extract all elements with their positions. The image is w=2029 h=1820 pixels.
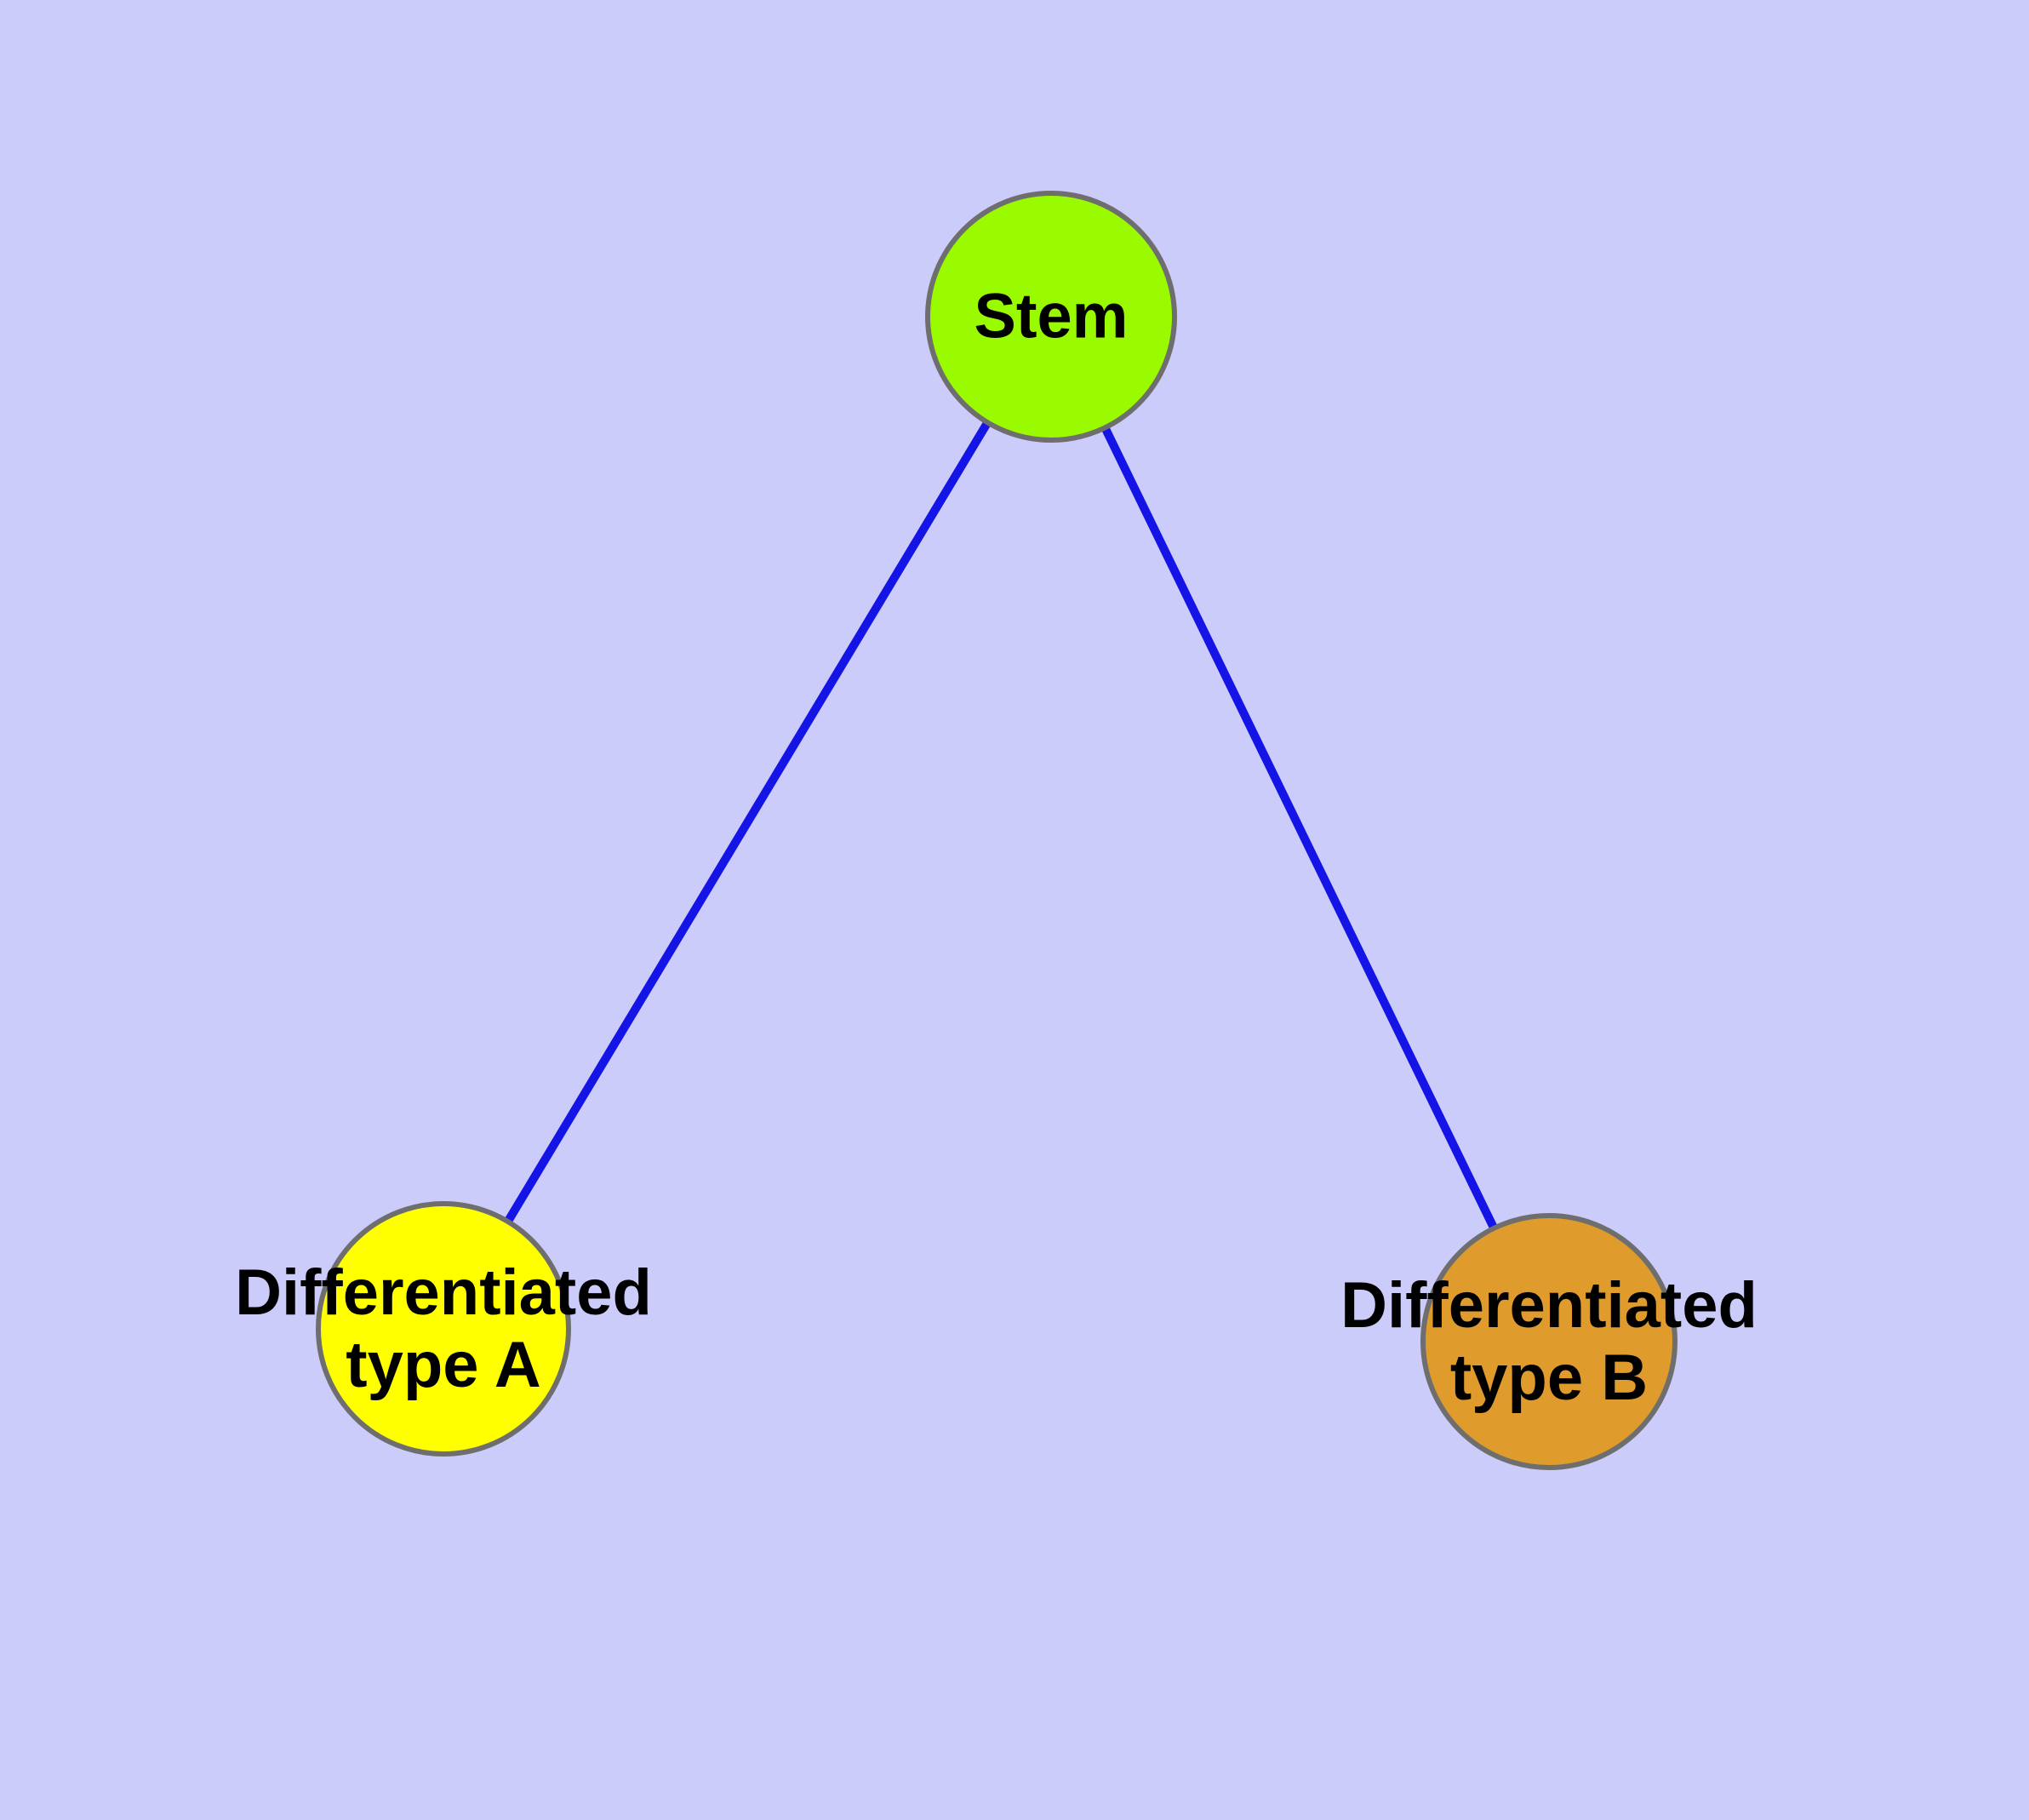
node-circle-stem[interactable] [925, 191, 1177, 443]
edge-stem-diff-a[interactable] [504, 421, 992, 1223]
nodes-group [316, 191, 1677, 1470]
node-circle-diff-a[interactable] [316, 1201, 571, 1457]
edge-stem-diff-b[interactable] [1101, 426, 1498, 1230]
node-circle-diff-b[interactable] [1420, 1213, 1677, 1470]
edges-group [504, 421, 1498, 1230]
